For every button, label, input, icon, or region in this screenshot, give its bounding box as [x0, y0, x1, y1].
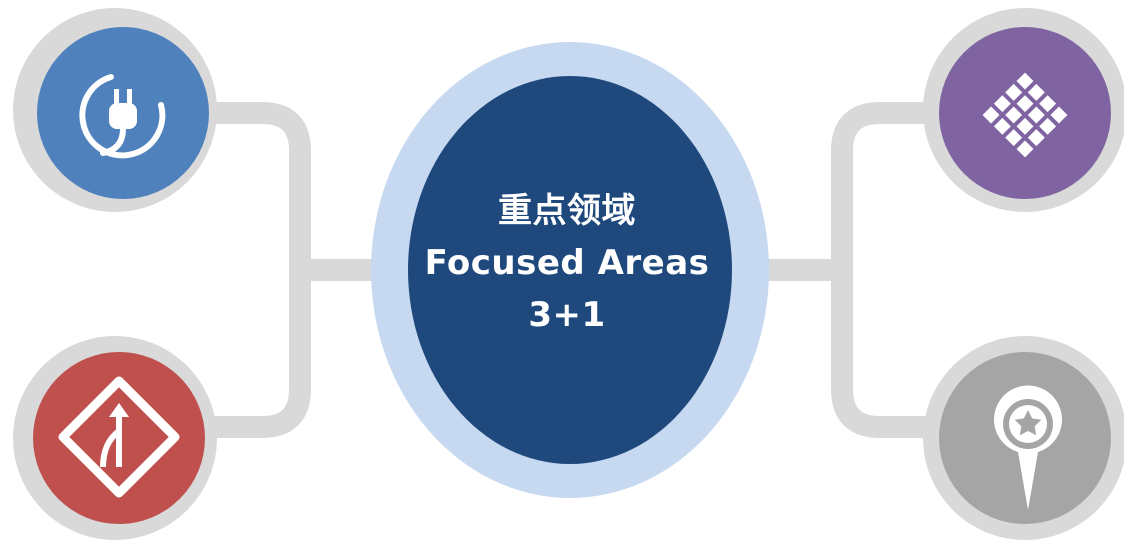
center-label: 重点领域 Focused Areas 3+1	[392, 185, 742, 341]
center-title-zh: 重点领域	[498, 191, 636, 231]
power-plug-icon	[79, 74, 166, 159]
center-title-en: Focused Areas	[424, 243, 710, 283]
merge-road-sign-icon	[58, 376, 180, 498]
node-bottom-left	[13, 336, 217, 540]
center-count: 3+1	[528, 295, 606, 335]
node-bottom-right	[923, 336, 1124, 540]
left-connector	[190, 102, 311, 438]
connector-lines	[190, 102, 945, 438]
node-top-left	[13, 8, 217, 212]
location-star-pin-icon	[994, 385, 1062, 510]
center-circle	[408, 76, 732, 464]
node-top-right	[923, 8, 1124, 212]
right-connector	[831, 102, 945, 438]
node-top-right-circle	[939, 27, 1111, 199]
